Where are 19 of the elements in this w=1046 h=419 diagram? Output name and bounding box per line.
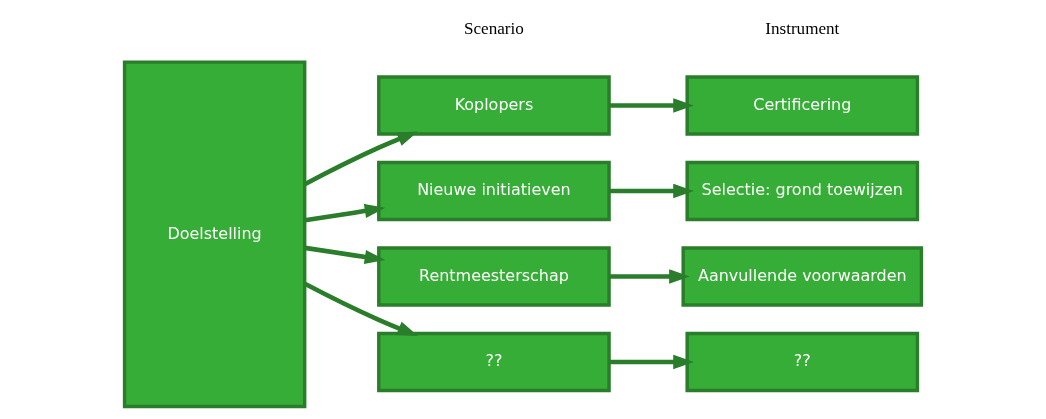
arrow bbox=[609, 183, 694, 199]
node-box: Doelstelling bbox=[122, 60, 307, 409]
node-box: Koplopers bbox=[377, 75, 611, 136]
arrow bbox=[609, 98, 694, 113]
node-box: ?? bbox=[377, 331, 611, 393]
arrow bbox=[304, 203, 386, 223]
node-box: ?? bbox=[685, 331, 920, 393]
node-box: Certificering bbox=[685, 75, 920, 136]
node-box: Selectie: grond toewijzen bbox=[685, 160, 920, 222]
node-box: Nieuwe initiatieven bbox=[377, 160, 611, 222]
arrow bbox=[304, 245, 386, 265]
node-box: Aanvullende voorwaarden bbox=[681, 246, 924, 307]
arrow bbox=[609, 354, 694, 370]
arrow bbox=[303, 131, 418, 187]
arrow bbox=[609, 269, 690, 284]
arrow bbox=[303, 281, 419, 336]
label: Scenario bbox=[464, 19, 524, 39]
label: Instrument bbox=[765, 19, 840, 39]
node-box: Rentmeesterschap bbox=[377, 246, 611, 307]
